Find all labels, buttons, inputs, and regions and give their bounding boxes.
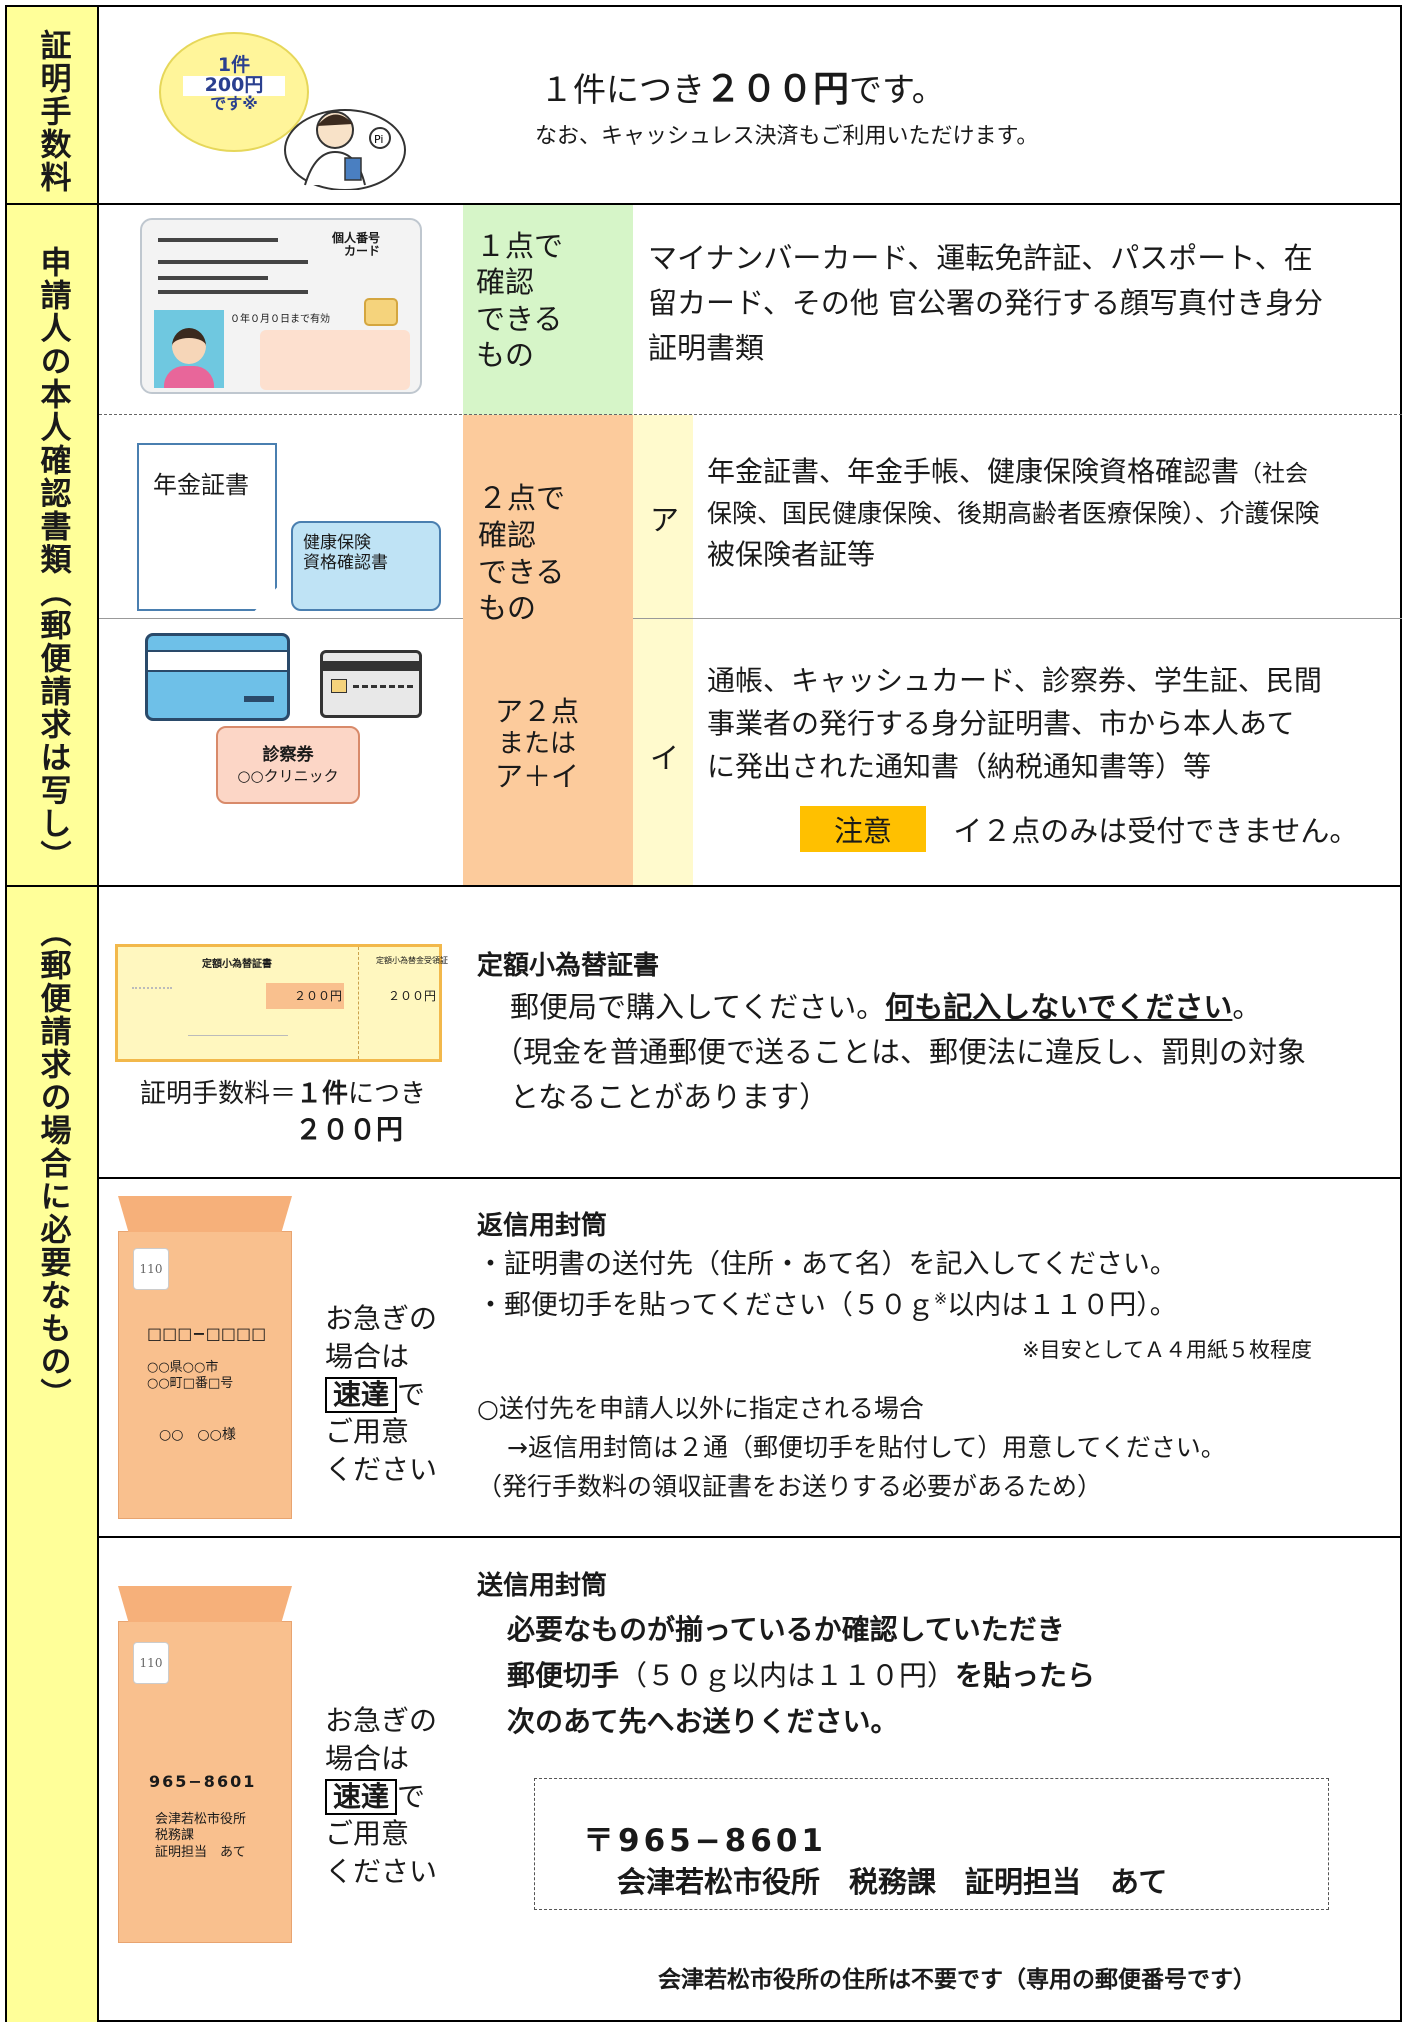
fee-illustration: 1件 200円 です※ Pi — [155, 20, 415, 190]
clinic-card-illustration: 診察券 ○○クリニック — [216, 726, 360, 804]
i-two-only-note: 注意 イ２点のみは受付できません。 — [800, 806, 1358, 852]
fee-main-line: １件につき２００円です。 — [540, 69, 945, 110]
return-envelope-other-recipient: ○送付先を申請人以外に指定される場合 →返信用封筒は２通（郵便切手を貼付して）用… — [477, 1394, 1226, 1501]
fee-cashless-note: なお、キャッシュレス決済もご利用いただけます。 — [535, 124, 1039, 149]
id-section-label: 申請人の本人確認書類（郵便請求は写し） — [7, 204, 99, 886]
send-envelope-instructions: 必要なものが揃っているか確認していただき 郵便切手（５０ｇ以内は１１０円）を貼っ… — [507, 1613, 1096, 1739]
cash-card-illustration — [320, 650, 422, 718]
postal-order-illustration: 定額小為替証書 定額小為替金受領証 ２００円 ２００円 — [115, 944, 448, 1062]
send-address-zip: 〒965−8601 — [583, 1823, 827, 1859]
cashless-person-icon: Pi — [284, 109, 406, 190]
send-urgent-note: お急ぎの 場合は 速達で ご用意 ください — [325, 1704, 438, 1889]
return-envelope-title: 返信用封筒 — [477, 1211, 608, 1241]
send-envelope-illustration: 110 965−8601 会津若松市役所 税務課 証明担当 あて — [118, 1586, 292, 1943]
postal-order-fee-note: 証明手数料＝１件につき ２００円 — [140, 1079, 427, 1147]
return-envelope-weight-note: ※目安としてＡ４用紙５枚程度 — [1022, 1338, 1312, 1362]
return-envelope-illustration: 110 □□□−□□□□ ○○県○○市○○町□番□号 ○○ ○○様 — [118, 1196, 292, 1519]
fee-section-label: 証明手数料 — [7, 7, 99, 204]
svg-text:Pi: Pi — [374, 133, 383, 146]
pension-certificate-illustration: 年金証書 — [137, 443, 277, 611]
a-marker-cell — [633, 415, 693, 619]
one-point-docs: マイナンバーカード、運転免許証、パスポート、在 留カード、その他 官公署の発行す… — [648, 241, 1324, 365]
insurance-card-illustration: 健康保険資格確認書 — [291, 521, 441, 611]
card-photo-face — [172, 328, 206, 364]
send-address-box: 〒965−8601 会津若松市役所 税務課 証明担当 あて — [534, 1778, 1329, 1910]
two-point-label: ２点で 確認 できる もの — [478, 481, 566, 626]
send-address-note: 会津若松市役所の住所は不要です（専用の郵便番号です） — [658, 1967, 1256, 1993]
return-urgent-note: お急ぎの 場合は 速達で ご用意 ください — [325, 1302, 438, 1487]
a-marker: ア — [650, 503, 680, 537]
note-badge: 注意 — [800, 806, 927, 852]
two-point-combination: ア２点 または ア＋イ — [495, 695, 580, 793]
one-point-label: １点で 確認 できる もの — [476, 229, 564, 372]
mail-section-label: （郵便請求の場合に必要なもの） — [7, 886, 99, 2022]
one-point-label-cell — [463, 205, 633, 415]
fee-bubble: 1件 200円 です※ — [159, 32, 309, 152]
two-point-label-cell — [463, 415, 633, 885]
return-envelope-text: ・証明書の送付先（住所・あて名）を記入してください。 ・郵便切手を貼ってください… — [477, 1249, 1177, 1321]
mynumber-card-illustration: 個人番号カード ０年０月０日まで有効 — [140, 218, 422, 394]
bankbook-illustration — [145, 633, 290, 721]
send-envelope-title: 送信用封筒 — [477, 1571, 608, 1601]
i-docs: 通帳、キャッシュカード、診察券、学生証、民間 事業者の発行する身分証明書、市から… — [707, 664, 1322, 783]
i-marker-cell — [633, 619, 693, 885]
i-marker: イ — [650, 741, 680, 775]
send-address-line: 会津若松市役所 税務課 証明担当 あて — [617, 1865, 1168, 1899]
a-docs: 年金証書、年金手帳、健康保険資格確認書（社会 保険、国民健康保険、後期高齢者医療… — [707, 455, 1320, 571]
postal-order-text: 郵便局で購入してください。何も記入しないでください。 （現金を普通郵便で送ること… — [494, 990, 1307, 1114]
postal-order-title: 定額小為替証書 — [477, 951, 660, 981]
page-frame — [5, 5, 1402, 2022]
